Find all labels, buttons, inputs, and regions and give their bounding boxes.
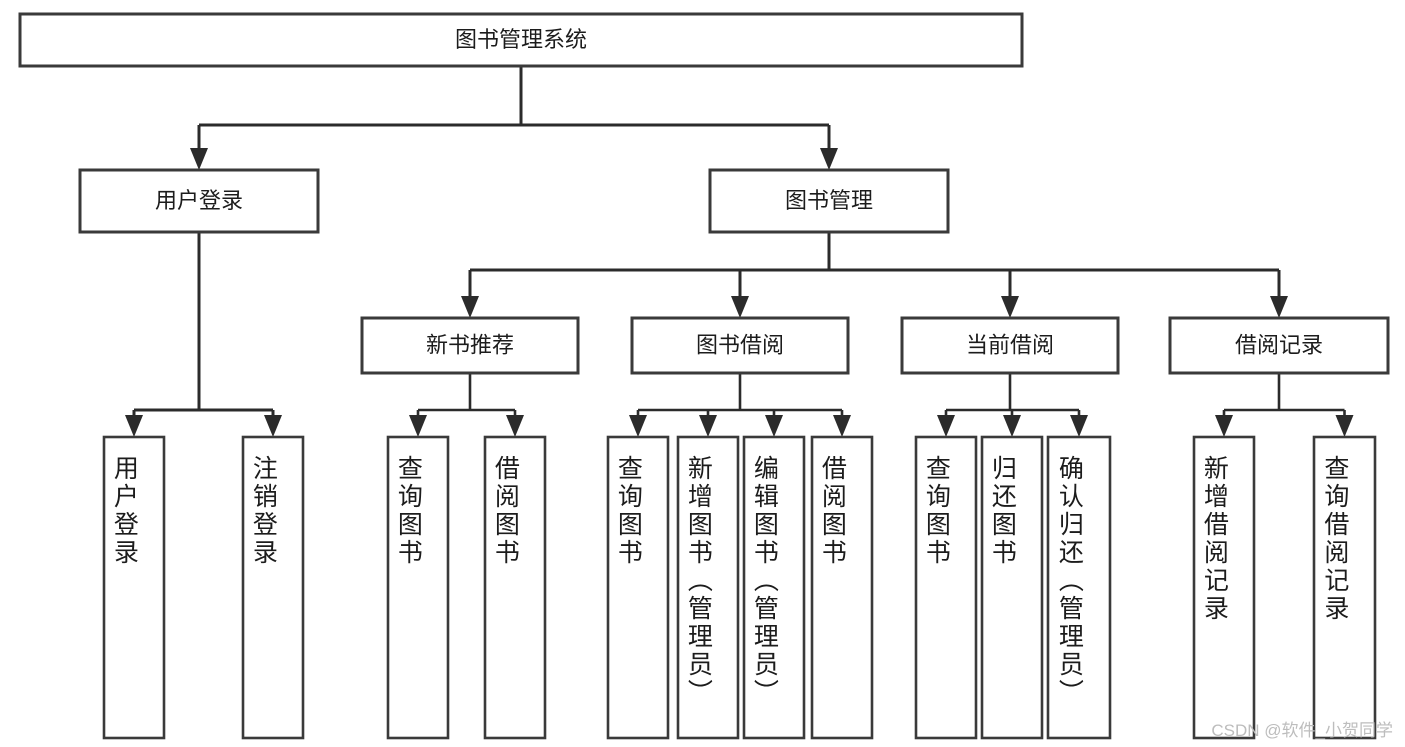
csdn-watermark: CSDN @软件_小贺同学 [1211,721,1393,740]
leaf-box[interactable] [1312,435,1377,740]
leaf-box[interactable] [980,435,1044,740]
arrow-head-icon [937,415,955,437]
leaf-label: 查询图书 [614,455,643,567]
leaf-box[interactable] [914,435,978,740]
leaf-node[interactable]: 借阅图书 [810,435,874,740]
arrow-head-icon [190,148,208,170]
arrow-head-icon [820,148,838,170]
root-box[interactable] [18,12,1024,68]
leaf-node[interactable]: 查询借阅记录 [1312,435,1377,740]
leaf-box[interactable] [102,435,166,740]
leaf-box[interactable] [1046,435,1112,740]
arrow-head-icon [699,415,717,437]
level3-label: 图书借阅 [696,332,784,357]
leaf-node[interactable]: 确认归还（管理员） [1046,435,1112,740]
level3-label: 新书推荐 [426,332,514,357]
root-node[interactable]: 图书管理系统 [18,12,1024,68]
level3-box[interactable] [360,316,580,375]
leaf-label: 归还图书 [988,455,1017,567]
leaf-box[interactable] [386,435,450,740]
leaf-box[interactable] [606,435,670,740]
leaf-label: 用户登录 [110,455,139,567]
level3-label: 借阅记录 [1235,332,1323,357]
leaf-label: 新增图书（管理员） [684,455,713,707]
leaf-node[interactable]: 编辑图书（管理员） [742,435,806,740]
root-label: 图书管理系统 [455,27,587,52]
leaf-label: 借阅图书 [491,455,520,567]
level2-box[interactable] [708,168,950,234]
arrow-head-icon [506,415,524,437]
arrow-head-icon [765,415,783,437]
leaf-box[interactable] [241,435,305,740]
arrow-head-icon [461,296,479,318]
leaf-label: 借阅图书 [818,455,847,567]
leaf-node[interactable]: 注销登录 [241,435,305,740]
leaf-box[interactable] [676,435,740,740]
leaf-node[interactable]: 归还图书 [980,435,1044,740]
arrow-head-icon [1335,415,1354,437]
level3-node[interactable]: 借阅记录 [1168,316,1390,375]
level3-label: 当前借阅 [966,332,1054,357]
arrow-head-icon [1003,415,1021,437]
leaf-label: 查询借阅记录 [1321,455,1350,623]
arrow-head-icon [1070,415,1088,437]
leaf-label: 查询图书 [394,455,423,567]
leaf-node[interactable]: 新增借阅记录 [1192,435,1256,740]
level2-label: 图书管理 [785,188,873,213]
arrow-head-icon [731,296,749,318]
leaf-box[interactable] [742,435,806,740]
leaf-box[interactable] [483,435,547,740]
leaf-node[interactable]: 查询图书 [914,435,978,740]
leaf-node[interactable]: 借阅图书 [483,435,547,740]
level2-box[interactable] [78,168,320,234]
level3-box[interactable] [630,316,850,375]
leaf-label: 新增借阅记录 [1200,455,1229,623]
connector-layer [125,66,1354,437]
level3-node[interactable]: 图书借阅 [630,316,850,375]
node-layer: 图书管理系统用户登录图书管理新书推荐图书借阅当前借阅借阅记录用户登录注销登录查询… [18,12,1390,740]
arrow-head-icon [1270,296,1288,318]
leaf-node[interactable]: 用户登录 [102,435,166,740]
leaf-label: 确认归还（管理员） [1055,455,1084,707]
leaf-box[interactable] [1192,435,1256,740]
level2-label: 用户登录 [155,188,243,213]
arrow-head-icon [264,415,282,437]
arrow-head-icon [833,415,851,437]
arrow-head-icon [409,415,427,437]
level2-node[interactable]: 图书管理 [708,168,950,234]
arrow-head-icon [1001,296,1019,318]
arrow-head-icon [629,415,647,437]
leaf-label: 编辑图书（管理员） [750,455,779,707]
arrow-head-icon [125,415,143,437]
leaf-label: 查询图书 [922,455,951,567]
arrow-head-icon [1215,415,1233,437]
level3-box[interactable] [1168,316,1390,375]
level3-node[interactable]: 当前借阅 [900,316,1120,375]
leaf-node[interactable]: 查询图书 [606,435,670,740]
leaf-box[interactable] [810,435,874,740]
leaf-node[interactable]: 查询图书 [386,435,450,740]
level3-box[interactable] [900,316,1120,375]
level3-node[interactable]: 新书推荐 [360,316,580,375]
leaf-node[interactable]: 新增图书（管理员） [676,435,740,740]
level2-node[interactable]: 用户登录 [78,168,320,234]
leaf-label: 注销登录 [249,455,278,567]
